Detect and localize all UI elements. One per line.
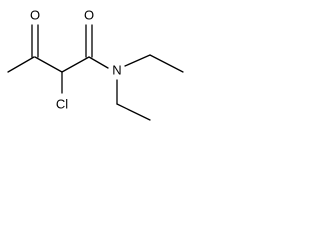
bond-n-ethyl1 <box>124 54 151 67</box>
bond-alpha-amide <box>61 56 90 73</box>
bond-ketone-alpha <box>34 56 63 73</box>
bond-ethyl2-ch3 <box>116 103 151 121</box>
bond-ethyl1-ch3 <box>149 54 184 73</box>
bond-methyl-ketone-carbon <box>7 56 35 73</box>
oxygen-ketone-label: O <box>30 8 40 23</box>
nitrogen-label: N <box>112 63 121 78</box>
chlorine-label: Cl <box>56 97 68 112</box>
oxygen-amide-label: O <box>84 8 94 23</box>
bond-amide-n <box>88 56 109 69</box>
chemical-structure: O O Cl N <box>7 8 184 121</box>
